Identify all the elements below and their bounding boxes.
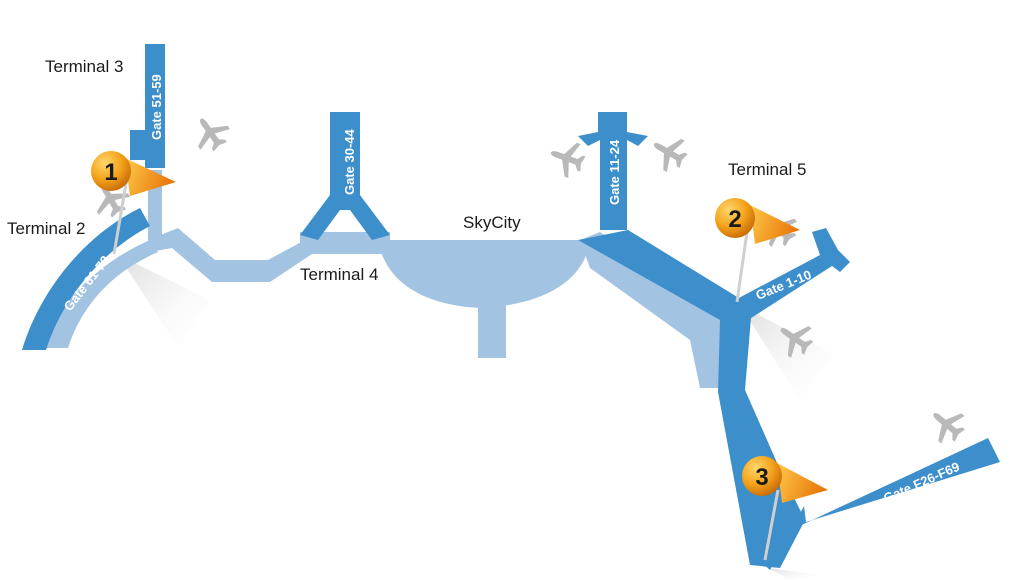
pin-1-number: 1 <box>104 159 117 186</box>
concourse-t2 <box>22 208 150 350</box>
terminal-5-label: Terminal 5 <box>728 160 806 179</box>
airplane-icon <box>922 399 972 450</box>
flag-pin-icon <box>777 463 828 503</box>
concourse-t4 <box>300 112 390 240</box>
flag-pin-icon <box>750 205 800 244</box>
pin-shadows <box>118 255 835 580</box>
connectors-light <box>40 170 740 388</box>
airplane-icon <box>186 108 236 158</box>
pin-3-number: 3 <box>755 464 768 491</box>
pin-2-number: 2 <box>728 206 741 233</box>
skycity-label: SkyCity <box>463 213 521 232</box>
gate-1-10-label: Gate 1-10 <box>754 267 814 303</box>
flag-pin-3[interactable]: 3 <box>742 456 828 561</box>
terminal-2-label: Terminal 2 <box>7 219 85 238</box>
concourse-t5-north <box>578 112 648 230</box>
flag-pin-1[interactable]: 1 <box>91 151 176 255</box>
concourse-gate-f <box>748 438 1000 570</box>
gate-30-44-label: Gate 30-44 <box>342 128 357 195</box>
flag-pin-2[interactable]: 2 <box>715 198 800 303</box>
gate-11-24-label: Gate 11-24 <box>607 139 622 205</box>
terminal-labels: Terminal 3 Terminal 2 Terminal 4 Termina… <box>7 57 806 284</box>
terminal-4-label: Terminal 4 <box>300 265 378 284</box>
airplane-icon <box>544 135 590 182</box>
concourse-gate-1-10 <box>735 228 850 320</box>
gate-51-59-label: Gate 51-59 <box>149 74 164 140</box>
airplane-icon <box>645 128 693 177</box>
flag-pin-icon <box>125 158 176 196</box>
concourse-t3 <box>145 44 165 168</box>
terminal-3-label: Terminal 3 <box>45 57 123 76</box>
